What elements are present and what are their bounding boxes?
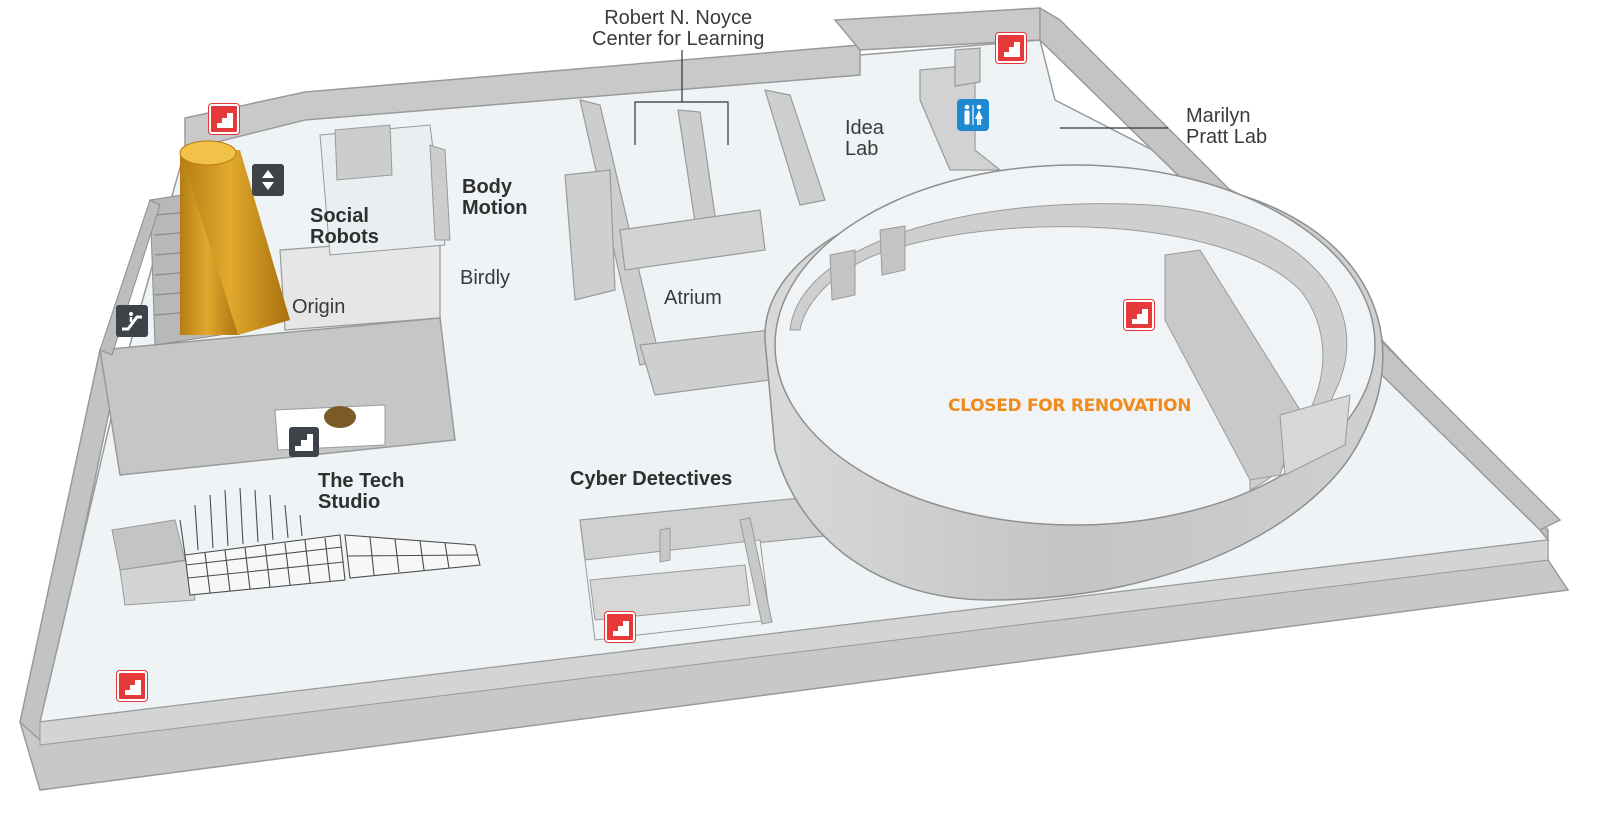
label-social-line2: Robots xyxy=(310,226,379,248)
restroom-icon xyxy=(957,99,989,131)
stairs-icon xyxy=(996,33,1026,63)
escalator-icon xyxy=(116,305,148,337)
label-idea-line1: Idea xyxy=(845,117,884,139)
label-idea-line2: Lab xyxy=(845,138,879,160)
label-tech-line2: Studio xyxy=(318,491,381,513)
stairs-icon xyxy=(289,427,319,457)
label-tech-line1: The Tech xyxy=(318,470,405,492)
label-social-line1: Social xyxy=(310,205,369,227)
label-marilyn-line2: Pratt Lab xyxy=(1186,126,1268,148)
stairs-icon xyxy=(209,104,239,134)
label-noyce-line2: Center for Learning xyxy=(592,28,765,50)
leader-lines xyxy=(634,50,1168,145)
label-closed-for-renovation: CLOSED FOR RENOVATION xyxy=(948,396,1192,416)
tech-studio-sculpture xyxy=(179,487,481,596)
label-noyce-center: Robert N. Noyce Center for Learning xyxy=(592,8,764,50)
elevator-icon xyxy=(252,164,284,196)
label-marilyn-pratt-lab: Marilyn Pratt Lab xyxy=(1186,106,1267,148)
stairs-icon xyxy=(1124,300,1154,330)
label-body-line1: Body xyxy=(462,176,512,198)
label-cyber-detectives: Cyber Detectives xyxy=(570,468,733,490)
label-idea-lab: Idea Lab xyxy=(845,118,884,160)
floor-front-edge xyxy=(39,539,1549,746)
stairs-icon xyxy=(117,671,147,701)
label-social-robots: Social Robots xyxy=(310,206,379,248)
label-body-line2: Motion xyxy=(462,197,528,219)
label-atrium: Atrium xyxy=(664,287,722,309)
label-noyce-line1: Robert N. Noyce xyxy=(604,7,753,29)
label-birdly: Birdly xyxy=(460,267,511,289)
label-marilyn-line1: Marilyn xyxy=(1186,105,1251,127)
label-body-motion: Body Motion xyxy=(462,177,528,219)
label-tech-studio: The Tech Studio xyxy=(318,471,404,513)
ring-floor xyxy=(774,164,1376,526)
exhibit-object xyxy=(324,406,356,428)
label-origin: Origin xyxy=(292,296,346,318)
stairs-icon xyxy=(605,612,635,642)
